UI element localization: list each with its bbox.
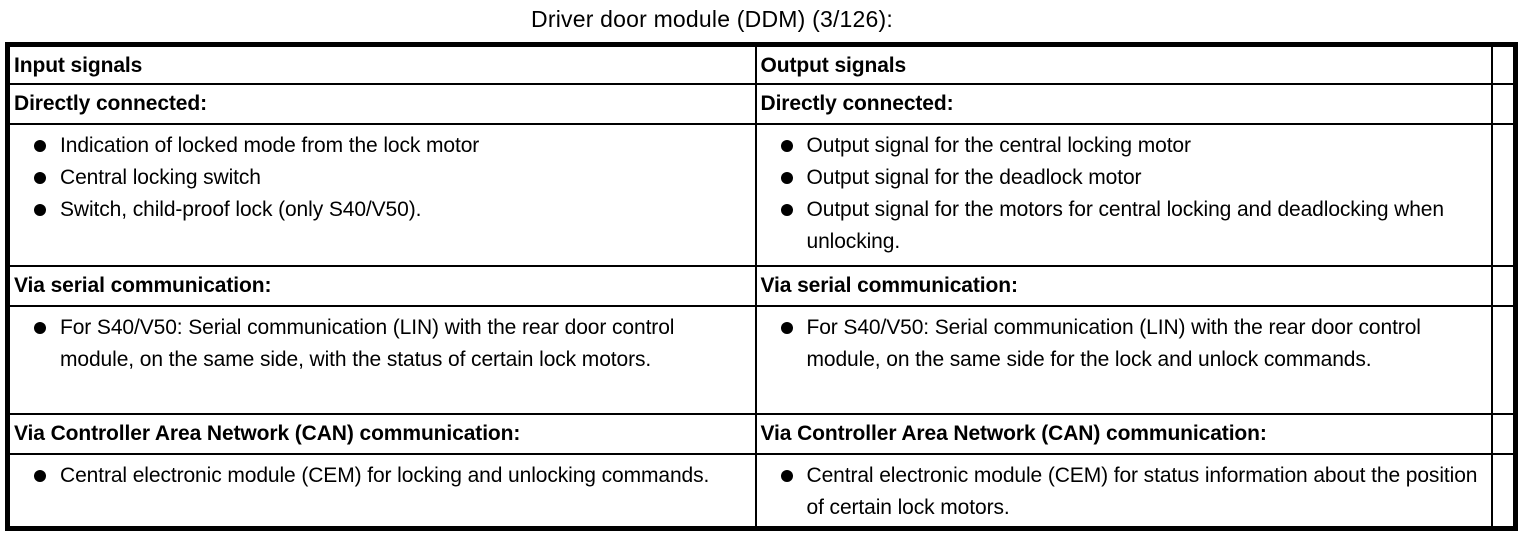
bullet-list-cell-directly-connected-right: Output signal for the central locking mo… <box>754 123 1493 267</box>
spacer-column-cell <box>1490 413 1517 455</box>
table-row: Input signals Output signals <box>6 43 1517 85</box>
table-row: Indication of locked mode from the lock … <box>6 123 1517 267</box>
bullet-list-cell-directly-connected-left: Indication of locked mode from the lock … <box>6 123 757 267</box>
list-item-text: Switch, child-proof lock (only S40/V50). <box>60 198 422 221</box>
signals-table: Input signals Output signals Directly co… <box>5 42 1518 531</box>
spacer-column-cell <box>1490 305 1517 415</box>
bullet-icon <box>780 140 793 152</box>
bullet-list-cell-can-right: Central electronic module (CEM) for stat… <box>754 453 1493 530</box>
spacer-column-cell <box>1490 43 1517 85</box>
section-heading-cell-directly-connected-right: Directly connected: <box>754 83 1493 125</box>
list-item: For S40/V50: Serial communication (LIN) … <box>761 312 1489 376</box>
list-item: Output signal for the deadlock motor <box>761 162 1489 194</box>
list-item: Output signal for the motors for central… <box>761 194 1489 258</box>
bullet-icon <box>780 172 793 184</box>
input-signals-header-cell: Input signals <box>6 43 757 85</box>
output-signals-header-cell: Output signals <box>754 43 1493 85</box>
list-item-text: For S40/V50: Serial communication (LIN) … <box>806 316 1421 371</box>
bullet-icon <box>34 172 46 184</box>
page-title: Driver door module (DDM) (3/126): <box>531 6 893 32</box>
section-heading-cell-can-left: Via Controller Area Network (CAN) commun… <box>6 413 757 455</box>
list-item-text: Output signal for the central locking mo… <box>806 134 1192 157</box>
list-item: Indication of locked mode from the lock … <box>14 130 753 162</box>
section-heading-cell-serial-right: Via serial communication: <box>754 265 1493 307</box>
bullet-icon <box>34 204 46 216</box>
spacer-column-cell <box>1490 123 1517 267</box>
spacer-column-cell <box>1490 453 1517 530</box>
table-row: Central electronic module (CEM) for lock… <box>6 453 1517 530</box>
section-heading-cell-directly-connected-left: Directly connected: <box>6 83 757 125</box>
bullet-list-cell-serial-right: For S40/V50: Serial communication (LIN) … <box>754 305 1493 415</box>
list-item: Central electronic module (CEM) for lock… <box>14 460 753 492</box>
list-item-text: Central electronic module (CEM) for stat… <box>806 464 1478 519</box>
spacer-column-cell <box>1490 265 1517 307</box>
list-item-text: For S40/V50: Serial communication (LIN) … <box>60 316 675 371</box>
bullet-icon <box>780 322 793 334</box>
spacer-column-cell <box>1490 83 1517 125</box>
list-item: For S40/V50: Serial communication (LIN) … <box>14 312 753 376</box>
bullet-icon <box>780 204 793 216</box>
bullet-icon <box>34 140 46 152</box>
list-item-text: Central electronic module (CEM) for lock… <box>60 464 710 487</box>
table-row: Via Controller Area Network (CAN) commun… <box>6 413 1517 455</box>
table-row: Via serial communication: Via serial com… <box>6 265 1517 307</box>
list-item-text: Central locking switch <box>60 166 261 189</box>
bullet-icon <box>780 470 793 482</box>
list-item: Output signal for the central locking mo… <box>761 130 1489 162</box>
bullet-icon <box>34 322 46 334</box>
section-heading-cell-can-right: Via Controller Area Network (CAN) commun… <box>754 413 1493 455</box>
list-item-text: Output signal for the deadlock motor <box>806 166 1142 189</box>
list-item: Central electronic module (CEM) for stat… <box>761 460 1489 524</box>
bullet-list-cell-serial-left: For S40/V50: Serial communication (LIN) … <box>6 305 757 415</box>
list-item: Switch, child-proof lock (only S40/V50). <box>14 194 753 226</box>
bullet-icon <box>34 470 46 482</box>
bullet-list-cell-can-left: Central electronic module (CEM) for lock… <box>6 453 757 530</box>
list-item-text: Indication of locked mode from the lock … <box>60 134 480 157</box>
list-item-text: Output signal for the motors for central… <box>806 198 1445 253</box>
table-row: Directly connected: Directly connected: <box>6 83 1517 125</box>
list-item: Central locking switch <box>14 162 753 194</box>
section-heading-cell-serial-left: Via serial communication: <box>6 265 757 307</box>
table-row: For S40/V50: Serial communication (LIN) … <box>6 305 1517 415</box>
